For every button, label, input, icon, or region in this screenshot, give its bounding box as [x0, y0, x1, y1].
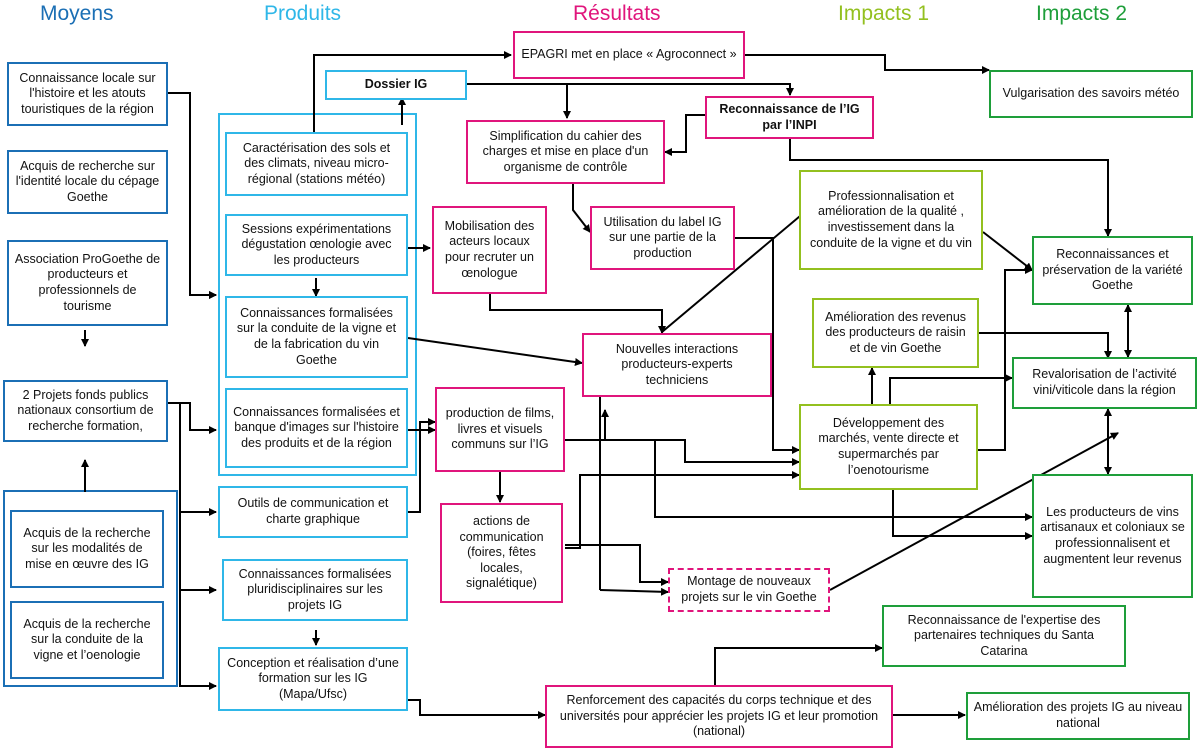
arrow-epagri-to-vulg [745, 54, 990, 74]
arrow-films-to-dev [565, 439, 800, 466]
arrow-m4-to-produits [168, 402, 217, 434]
arrow-dev-to-recon [978, 266, 1033, 451]
arrow-actions-to-dev [565, 471, 800, 549]
arrow-dossier-to-inpi [467, 83, 794, 96]
arrow-renfort-to-expertise [714, 644, 883, 685]
box-production-films: production de films, livres et visuels c… [435, 387, 565, 472]
box-connaissances-conduite-vigne: Connaissances formalisées sur la conduit… [225, 296, 408, 378]
arrow-p4-to-films [408, 418, 436, 431]
box-connaissances-banque-images: Connaissances formalisées et banque d'im… [225, 388, 408, 468]
arrow-interact-from-p3 [407, 337, 583, 366]
box-acquis-conduite-vigne: Acquis de la recherche sur la conduite d… [10, 601, 164, 679]
box-reconnaissance-goethe: Reconnaissances et préservation de la va… [1032, 236, 1193, 305]
header-produits: Produits [264, 2, 342, 25]
arrow-montage-to-revalo [829, 432, 1119, 591]
arrow-inpi-to-simpl [664, 114, 705, 156]
arrow-dossier-to-simpl [467, 83, 571, 119]
box-revalorisation-activite: Revalorisation de l’activité vini/vitico… [1012, 357, 1197, 409]
box-sessions-degustation: Sessions expérimentations dégustation œn… [225, 214, 408, 276]
box-vulgarisation-meteo: Vulgarisation des savoirs météo [989, 70, 1193, 118]
header-impacts2: Impacts 2 [1036, 2, 1128, 25]
arrow-dev-to-prods [892, 490, 1033, 540]
box-utilisation-label: Utilisation du label IG sur une partie d… [590, 206, 735, 270]
arrow-actions-to-montage [565, 544, 669, 586]
box-dossier-ig: Dossier IG [325, 70, 467, 100]
header-resultats: Résultats [573, 2, 661, 25]
arrow-m1-to-produits [168, 92, 217, 299]
box-connaissance-locale: Connaissance locale sur l'histoire et le… [7, 62, 168, 126]
box-producteurs-professionnalisent: Les producteurs de vins artisanaux et co… [1032, 474, 1193, 598]
arrow-dev-to-revalo [889, 374, 1013, 404]
box-association-progoethe: Association ProGoethe de producteurs et … [7, 240, 168, 326]
arrow-interact-to-prof [661, 205, 813, 333]
box-connaissances-pluridisciplinaires: Connaissances formalisées pluridisciplin… [222, 559, 408, 621]
box-simplification-cahier: Simplification du cahier des charges et … [466, 120, 665, 184]
box-professionnalisation-qualite: Professionnalisation et amélioration de … [799, 170, 983, 270]
box-reconnaissance-inpi: Reconnaissance de l’IG par l’INPI [705, 96, 874, 139]
moyens-group-frame [3, 490, 178, 687]
arrow-prof-to-recon [982, 231, 1033, 271]
box-amelioration-revenus: Amélioration des revenus des producteurs… [812, 298, 979, 368]
box-actions-communication: actions de communication (foires, fêtes … [440, 503, 563, 603]
box-caracterisation-sols: Caractérisation des sols et des climats,… [225, 132, 408, 196]
box-mobilisation-acteurs: Mobilisation des acteurs locaux pour rec… [432, 206, 547, 294]
arrow-revenus-to-revalo [979, 332, 1112, 359]
header-impacts1: Impacts 1 [838, 2, 930, 25]
arrow-m4-to-p6 [179, 512, 217, 594]
arrow-p1-to-epagri [313, 51, 512, 132]
produits-group-frame [218, 113, 417, 476]
box-montage-projets: Montage de nouveaux projets sur le vin G… [668, 568, 830, 612]
box-renforcement-capacites: Renforcement des capacités du corps tech… [545, 685, 893, 748]
arrow-films-to-prods [654, 440, 1033, 521]
box-developpement-marches: Développement des marchés, vente directe… [799, 404, 978, 490]
arrow-m4-to-p5 [168, 402, 217, 516]
arrow-p5-to-films [408, 426, 436, 513]
header-moyens: Moyens [40, 2, 114, 25]
arrow-simpl-to-label [572, 184, 591, 233]
arrow-interact-to-montage-tip [599, 587, 669, 596]
box-outils-communication: Outils de communication et charte graphi… [218, 486, 408, 538]
box-acquis-identite-goethe: Acquis de recherche sur l'identité local… [7, 150, 168, 214]
box-conception-formation: Conception et réalisation d’une formatio… [218, 647, 408, 711]
arrow-label-to-dev [735, 237, 800, 454]
box-nouvelles-interactions: Nouvelles interactions producteurs-exper… [582, 333, 772, 397]
box-acquis-modalites-ig: Acquis de la recherche sur les modalités… [10, 510, 164, 588]
arrow-p7-to-renfort [408, 699, 546, 719]
arrow-mobil-to-interact [489, 293, 666, 334]
box-reconnaissance-expertise: Reconnaissance de l'expertise des parten… [882, 605, 1126, 667]
box-projets-fonds-publics: 2 Projets fonds publics nationaux consor… [3, 380, 168, 442]
arrow-m4-to-p7 [179, 590, 217, 690]
arrow-inpi-to-recon [789, 138, 1112, 237]
box-epagri-agroconnect: EPAGRI met en place « Agroconnect » [513, 31, 745, 79]
box-amelioration-projets-ig: Amélioration des projets IG au niveau na… [966, 692, 1190, 740]
